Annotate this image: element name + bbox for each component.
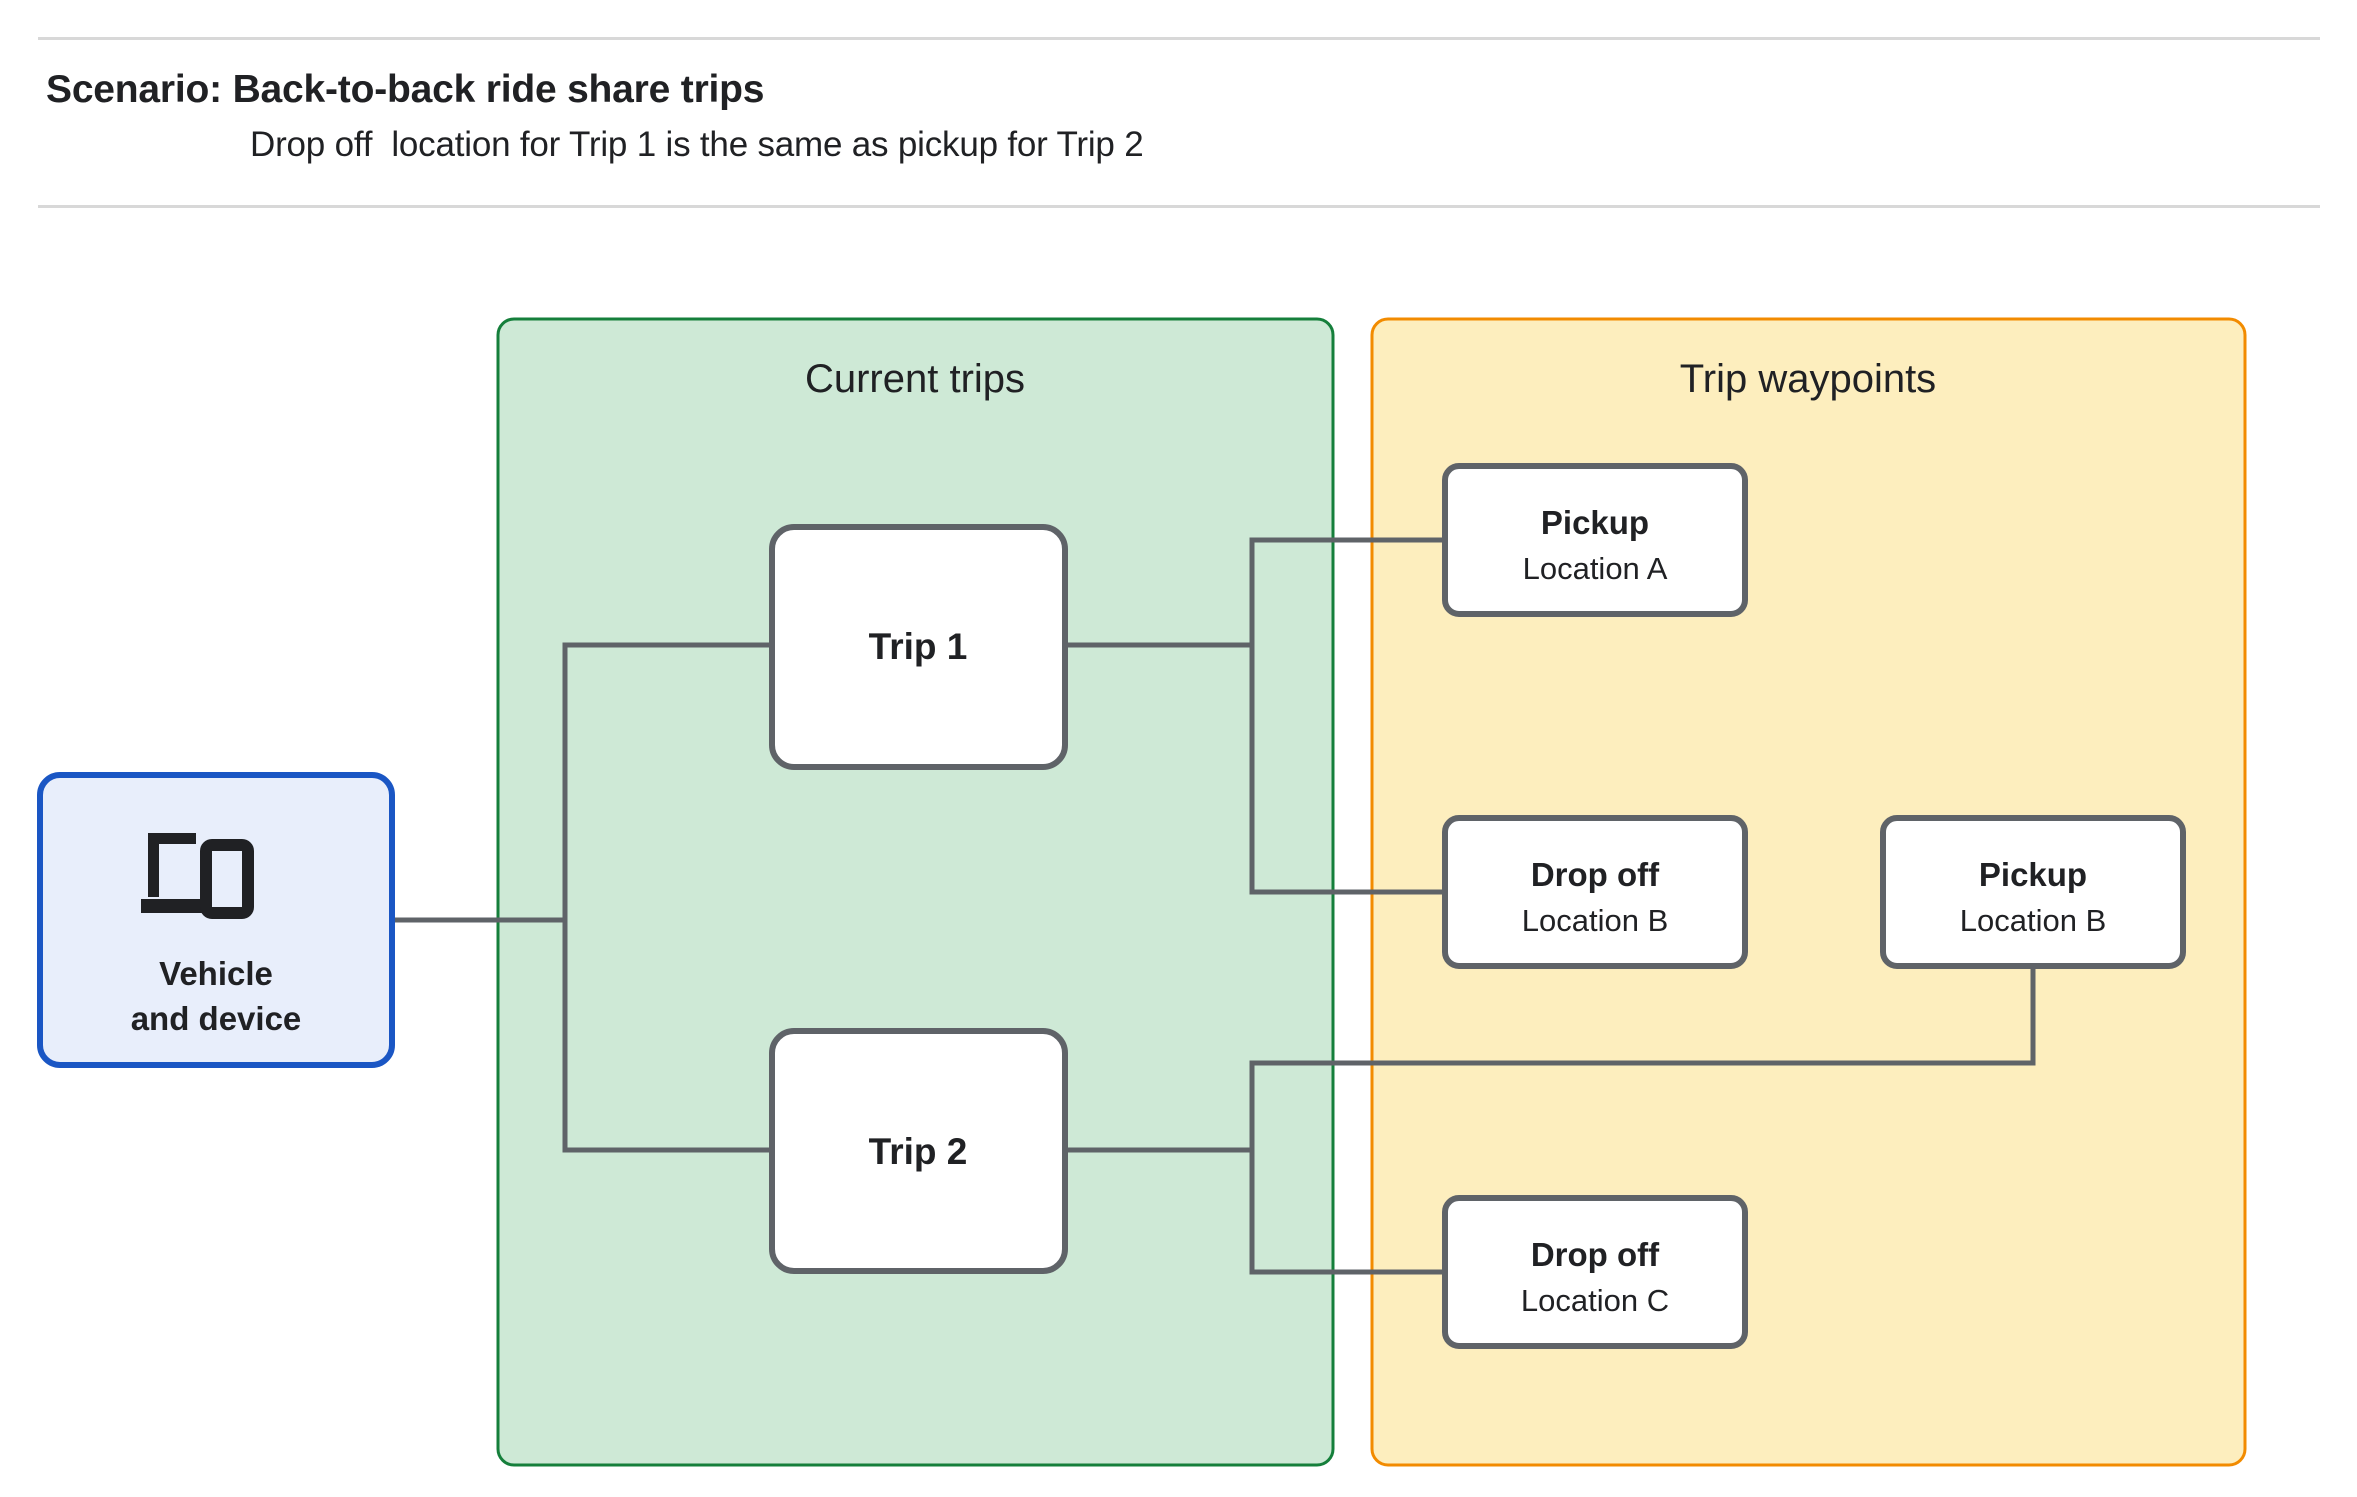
trip-2-node-label: Trip 2 xyxy=(869,1131,968,1172)
waypoint-dropoff-c-node[interactable]: Drop off Location C xyxy=(1442,1195,1748,1349)
vehicle-node-label-line2: and device xyxy=(131,1000,302,1037)
waypoint-dropoff-b-bg[interactable] xyxy=(1442,815,1748,969)
panel-trip-waypoints-title: Trip waypoints xyxy=(1680,357,1936,401)
waypoint-pickup-a-type: Pickup xyxy=(1541,504,1649,541)
waypoint-dropoff-c-type: Drop off xyxy=(1531,1236,1660,1273)
connector-layer xyxy=(389,537,2036,1275)
trip-1-node-bg[interactable] xyxy=(769,524,1068,770)
waypoint-pickup-b-bg[interactable] xyxy=(1880,815,2186,969)
vehicle-node-bg[interactable] xyxy=(37,772,395,1068)
header-divider-bottom xyxy=(38,205,2320,208)
devices-icon xyxy=(141,833,254,919)
waypoint-pickup-b-location: Location B xyxy=(1960,903,2107,938)
panel-current-trips-title: Current trips xyxy=(805,357,1025,401)
waypoint-dropoff-b-node[interactable]: Drop off Location B xyxy=(1442,815,1748,969)
waypoint-dropoff-c-location: Location C xyxy=(1521,1283,1669,1318)
panel-current-trips-bg xyxy=(496,317,1335,1467)
trip-2-node-bg[interactable] xyxy=(769,1028,1068,1274)
trip-1-node-label: Trip 1 xyxy=(869,626,968,667)
vehicle-and-device-node[interactable]: Vehicle and device xyxy=(37,772,395,1068)
panel-current-trips: Current trips xyxy=(496,317,1335,1467)
waypoint-dropoff-b-type: Drop off xyxy=(1531,856,1660,893)
page-subtitle: Drop off location for Trip 1 is the same… xyxy=(250,125,1144,164)
trip-2-node[interactable]: Trip 2 xyxy=(769,1028,1068,1274)
waypoint-pickup-a-location: Location A xyxy=(1523,551,1668,586)
header-divider-top xyxy=(38,37,2320,40)
vehicle-node-label-line1: Vehicle xyxy=(159,955,273,992)
page-title: Scenario: Back-to-back ride share trips xyxy=(46,68,765,111)
waypoint-pickup-b-node[interactable]: Pickup Location B xyxy=(1880,815,2186,969)
waypoint-pickup-a-bg[interactable] xyxy=(1442,463,1748,617)
waypoint-pickup-b-type: Pickup xyxy=(1979,856,2087,893)
trip-1-node[interactable]: Trip 1 xyxy=(769,524,1068,770)
waypoint-pickup-a-node[interactable]: Pickup Location A xyxy=(1442,463,1748,617)
waypoint-dropoff-c-bg[interactable] xyxy=(1442,1195,1748,1349)
header: Scenario: Back-to-back ride share trips … xyxy=(0,0,2357,208)
waypoint-dropoff-b-location: Location B xyxy=(1522,903,1669,938)
